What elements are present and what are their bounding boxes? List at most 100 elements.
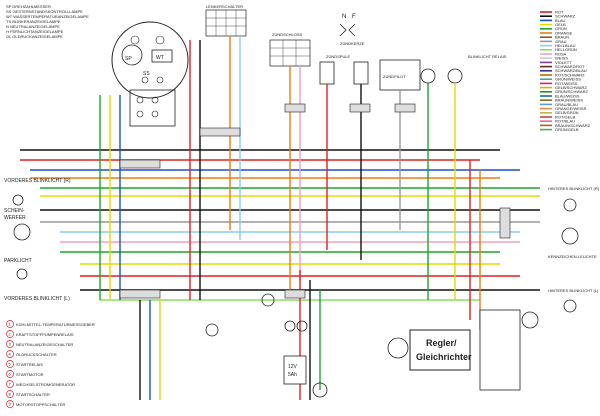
alternator <box>387 337 409 359</box>
legend-text: KÜHLMITTEL-TEMPERATURMESSGEBER <box>16 322 95 327</box>
kennzeichen-label: KENNZEICHEN-LEUCHTE <box>548 254 597 259</box>
color-label: ROT/WEISS <box>555 81 578 86</box>
top-legend-line: TS BLINKERANZEIGELAMPE <box>6 19 61 24</box>
color-label: SCHWARZ <box>555 14 576 19</box>
legend-num: 5 <box>9 362 12 367</box>
connectors <box>119 103 511 299</box>
fuse-box <box>479 309 521 391</box>
ss-label: SS <box>143 71 150 77</box>
top-legend: SP DREHZAHLMESSER SS GESTERNSTANDSKONTRO… <box>6 4 89 39</box>
battery-capacity: 5Ah <box>288 372 297 378</box>
regler-label-1: Regler/ <box>426 338 457 348</box>
color-label: BRAUN/WEISS <box>555 98 583 103</box>
color-label: BLAU <box>555 18 566 23</box>
handlebar-switch: LENKERSCHALTER <box>205 4 247 37</box>
wt-label: WT <box>156 55 164 61</box>
color-label: ROT <box>555 9 564 14</box>
legend-text: STARTRELAIS <box>16 362 43 367</box>
color-label: VIOLETT <box>555 60 572 65</box>
color-label: ROT/SCHWARZ <box>555 72 585 77</box>
legend-text: WECHSELSTROMGENERATOR <box>16 382 75 387</box>
vorderes-blinklicht-r-label: VORDERES BLINKLICHT (R) <box>4 178 71 184</box>
wt-indicator <box>151 49 173 63</box>
color-label: GELB/GRÜN <box>555 110 579 115</box>
vorderes-blinklicht-l-label: VORDERES BLINKLICHT (L) <box>4 296 70 302</box>
zuendkerze-label: ZÜNDKERZE <box>340 41 365 46</box>
color-label: GRÜN/WEISS <box>555 77 581 82</box>
color-label: BLAU/WEISS <box>555 93 580 98</box>
legend-num: 4 <box>9 352 12 357</box>
battery-voltage: 12V <box>288 364 298 370</box>
taillight <box>561 227 579 245</box>
zuendschloss-label: ZÜNDSCHLOSS <box>272 32 303 37</box>
instrument-cluster: SP WT SS <box>111 21 189 127</box>
color-label: ROT/BLAU <box>555 119 575 124</box>
parklicht-label: PARKLICHT <box>4 258 32 264</box>
color-label: ROT/GELB <box>555 114 576 119</box>
hinteres-blinklicht-r-label: HINTERES BLINKLICHT (R) <box>548 186 600 191</box>
lenker-schalter-label: LENKERSCHALTER <box>206 4 243 9</box>
indicator-lamp-panel <box>129 89 176 127</box>
color-label: SCHWARZ/BLAU <box>555 68 587 73</box>
color-label: WEISS <box>555 56 568 61</box>
color-label: GELB/SCHWARZ <box>555 85 587 90</box>
wire-harness <box>20 36 540 400</box>
color-label: ROSA <box>555 51 567 56</box>
top-legend-line: OL OLDRUCKANZEIGELAMPE <box>6 34 63 39</box>
color-label: BRAUN <box>555 35 569 40</box>
legend-text: KRAFTSTOFFPUMPENRELAIS <box>16 332 74 337</box>
legend-num: 7 <box>9 382 12 387</box>
top-legend-line: H FERNLICHTANZEIGELAMPE <box>6 29 64 34</box>
top-legend-line: N NEUTRALANZEIGELAMPE <box>6 24 60 29</box>
color-label: SCHWARZ/ROT <box>555 64 585 69</box>
color-label: ORANGE <box>555 30 573 35</box>
color-label: HELLBLAU <box>555 43 576 48</box>
scheinwerfer-label-2: WERFER <box>4 215 26 221</box>
color-label: GRAU/BLAU <box>555 102 578 107</box>
igniter-box <box>379 59 421 91</box>
left-lamps: VORDERES BLINKLICHT (R) SCHEIN- WERFER P… <box>4 178 71 302</box>
color-label: GRÜN <box>555 26 567 31</box>
color-legend: ROTSCHWARZBLAUGELBGRÜNORANGEBRAUNGRAUHEL… <box>540 9 591 132</box>
top-legend-line: SS GESTERNSTANDSKONTROLLLAMPE <box>6 9 83 14</box>
color-label: GELB <box>555 22 566 27</box>
sp-label: SP <box>125 56 132 62</box>
legend-num: 6 <box>9 372 12 377</box>
legend-text: MOTORSTOPPSCHALTER <box>16 402 65 407</box>
front-turn-signal-right <box>12 194 24 206</box>
color-label: HELLGRÜN <box>555 47 577 52</box>
bottom-legend: 1 KÜHLMITTEL-TEMPERATURMESSGEBER 2 KRAFT… <box>6 320 95 408</box>
f-label: F <box>352 14 356 20</box>
legend-num: 3 <box>9 342 12 347</box>
regulator-rectifier: Regler/ Gleichrichter <box>387 309 539 391</box>
parking-light <box>16 268 28 280</box>
color-label: ORANGE/WEISS <box>555 106 587 111</box>
right-lamps: HINTERES BLINKLICHT (R) KENNZEICHEN-LEUC… <box>548 186 600 313</box>
flasher-relays: BLINKLICHT RELAIS <box>420 54 507 84</box>
blinklicht-relais-label: BLINKLICHT RELAIS <box>468 54 507 59</box>
legend-text: ÖLDRUCKSCHALTER <box>16 352 57 357</box>
scheinwerfer-label-1: SCHEIN- <box>4 208 25 214</box>
top-legend-line: SP DREHZAHLMESSER <box>6 4 51 9</box>
legend-num: 1 <box>9 322 12 327</box>
starter-motor <box>312 382 328 398</box>
color-label: BRAUN/SCHWARZ <box>555 123 591 128</box>
tachometer-gauge <box>121 44 143 66</box>
battery <box>283 355 307 385</box>
battery-starter: 12V 5Ah <box>205 293 328 398</box>
legend-text: STARTSCHALTER <box>16 392 50 397</box>
n-label: N <box>342 14 346 20</box>
headlight <box>13 223 31 241</box>
regler-label-2: Gleichrichter <box>416 352 472 362</box>
zuendpilot-label: ZÜNDPILOT <box>383 74 406 79</box>
color-label: GRAU <box>555 39 567 44</box>
legend-num: 9 <box>9 402 12 407</box>
ignition-switch: ZÜNDSCHLOSS <box>269 32 311 67</box>
color-label: GRÜN/GELB <box>555 127 579 132</box>
legend-num: 8 <box>9 392 12 397</box>
zuendspule-label: ZÜNDSPULE <box>326 54 351 59</box>
top-legend-line: WT WASSERTEMPERATURANZEIGELAMPE <box>6 14 89 19</box>
color-label: GRÜN/SCHWARZ <box>555 89 589 94</box>
